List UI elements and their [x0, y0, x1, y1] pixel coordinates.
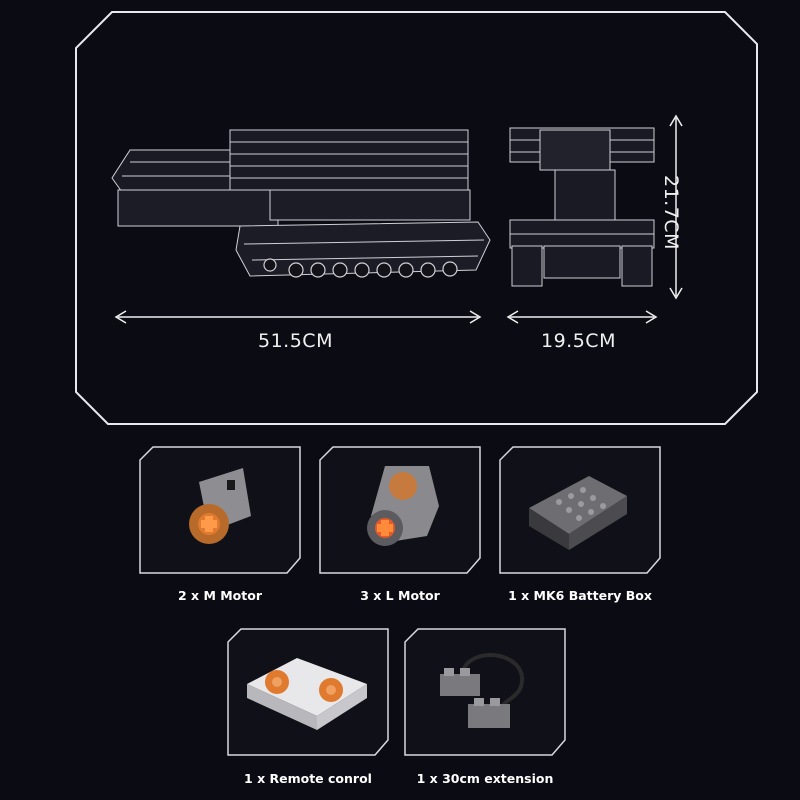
component-card-remote-control — [227, 628, 389, 756]
component-caption-m-motor: 2 x M Motor — [177, 588, 262, 603]
l-motor-icon — [367, 466, 439, 546]
height-arrow — [669, 114, 683, 300]
side-view-wheels — [263, 258, 458, 278]
remote-control-icon — [247, 658, 367, 730]
extension-cable-icon — [440, 653, 525, 728]
length-arrow — [114, 310, 482, 324]
component-card-battery-box — [499, 446, 661, 574]
dimension-frame — [75, 11, 758, 425]
width-label: 19.5CM — [541, 330, 616, 352]
component-caption-battery-box: 1 x MK6 Battery Box — [508, 588, 652, 603]
component-card-l-motor — [319, 446, 481, 574]
m-motor-icon — [189, 468, 251, 544]
width-arrow — [506, 310, 658, 324]
component-caption-remote-control: 1 x Remote conrol — [244, 771, 372, 786]
height-label: 21.7CM — [660, 175, 682, 250]
length-label: 51.5CM — [258, 330, 333, 352]
component-caption-extension-cable: 1 x 30cm extension — [416, 771, 554, 786]
component-card-extension-cable — [404, 628, 566, 756]
component-card-m-motor — [139, 446, 301, 574]
battery-box-icon — [529, 476, 627, 550]
front-view-blueprint — [509, 127, 655, 287]
component-caption-l-motor: 3 x L Motor — [360, 588, 440, 603]
side-view-blueprint — [111, 129, 491, 277]
